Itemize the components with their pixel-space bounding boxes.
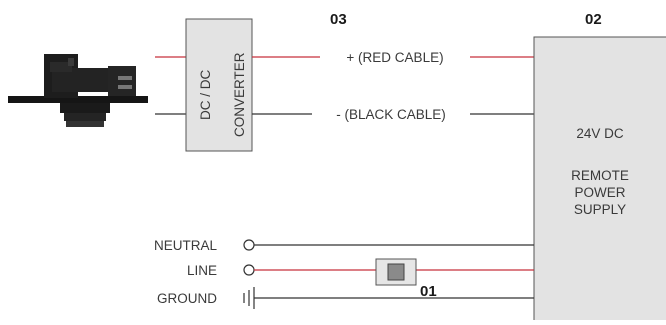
- power-supply-box: [533, 36, 666, 325]
- black-cable-label: - (BLACK CABLE): [336, 107, 446, 122]
- psu-label-line3: SUPPLY: [574, 202, 626, 217]
- downlight-fixture-icon: [8, 54, 148, 127]
- power-supply-callout: 02: [585, 11, 602, 28]
- switch-icon: [375, 258, 417, 286]
- dc-dc-converter: DC / DC CONVERTER: [185, 18, 253, 152]
- ground-symbol-icon: [243, 287, 255, 309]
- neutral-label: NEUTRAL: [154, 238, 218, 253]
- converter-callout: 03: [330, 11, 347, 28]
- psu-voltage-label: 24V DC: [576, 126, 624, 141]
- psu-label-line2: POWER: [574, 185, 625, 200]
- converter-label-line1: DC / DC: [198, 70, 213, 121]
- neutral-terminal-icon: [243, 239, 255, 251]
- remote-power-supply: 24V DC REMOTE POWER SUPPLY: [533, 36, 666, 325]
- red-cable-label: + (RED CABLE): [346, 50, 443, 65]
- converter-label-line2: CONVERTER: [232, 52, 247, 137]
- switch-callout: 01: [420, 283, 437, 300]
- converter-box: [185, 18, 253, 152]
- psu-label-line1: REMOTE: [571, 168, 629, 183]
- line-label: LINE: [187, 263, 217, 278]
- ground-label: GROUND: [157, 291, 217, 306]
- line-terminal-icon: [243, 264, 255, 276]
